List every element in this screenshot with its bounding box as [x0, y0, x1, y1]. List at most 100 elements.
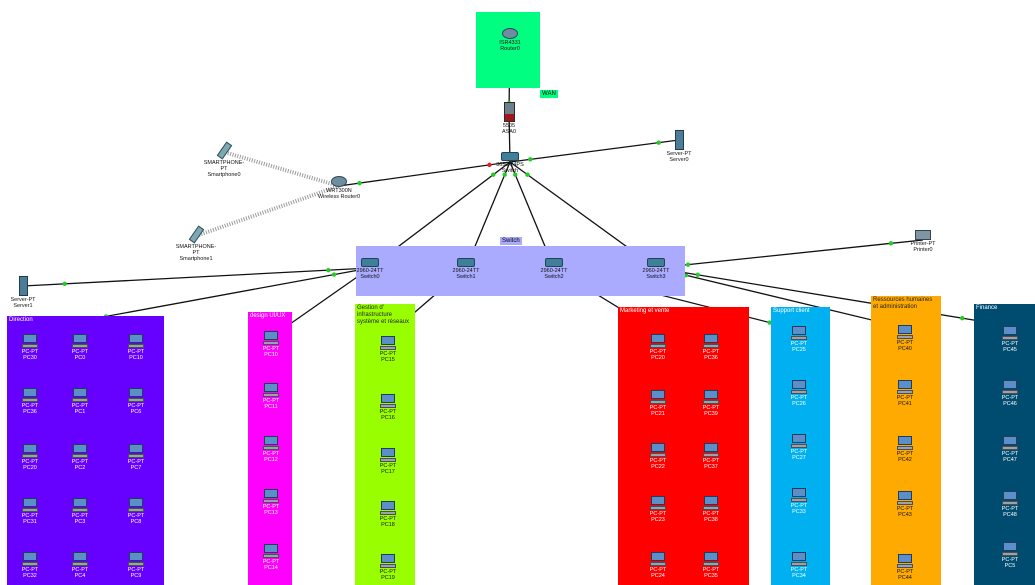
device-model: WRT300N — [326, 188, 352, 194]
device-name: Server1 — [13, 303, 33, 309]
pc-model: PC-PT — [896, 569, 914, 575]
pc-icon — [650, 496, 666, 510]
printer-icon — [915, 230, 931, 240]
device-name: Smartphone1 — [179, 256, 213, 262]
pc-model: PC-PT — [649, 567, 667, 573]
device-model: SMARTPHONE-PT — [203, 160, 245, 172]
pc-model: PC-PT — [262, 398, 280, 404]
pc-model: PC-PT — [896, 451, 914, 457]
switch-icon — [361, 258, 379, 267]
pc-name: PC36 — [23, 409, 37, 415]
pc-model: PC-PT — [1001, 506, 1019, 512]
pc-name: PC11 — [264, 404, 278, 410]
pc-model: PC-PT — [649, 458, 667, 464]
pc-name: PC19 — [381, 575, 395, 581]
pc-icon — [128, 498, 144, 512]
pc-icon — [22, 444, 38, 458]
department-label: Support client — [773, 308, 810, 314]
port-status-indicator — [767, 320, 772, 325]
port-status-indicator — [502, 172, 507, 177]
pc-model: PC-PT — [21, 349, 39, 355]
wan-label: WAN — [540, 90, 558, 98]
pc-name: PC47 — [1003, 457, 1017, 463]
pc-model: PC-PT — [262, 451, 280, 457]
switch-area-label: Switch — [500, 237, 522, 245]
pc-name: PC36 — [704, 355, 718, 361]
device-model: 2960-24TT — [642, 268, 670, 274]
network-link — [22, 267, 371, 287]
pc-name: PC20 — [651, 355, 665, 361]
pc-model: PC-PT — [896, 395, 914, 401]
router-icon — [502, 28, 518, 39]
pc-model: PC-PT — [127, 567, 145, 573]
network-link — [655, 267, 1005, 326]
pc-model: PC-PT — [790, 567, 808, 573]
pc-icon — [703, 334, 719, 348]
